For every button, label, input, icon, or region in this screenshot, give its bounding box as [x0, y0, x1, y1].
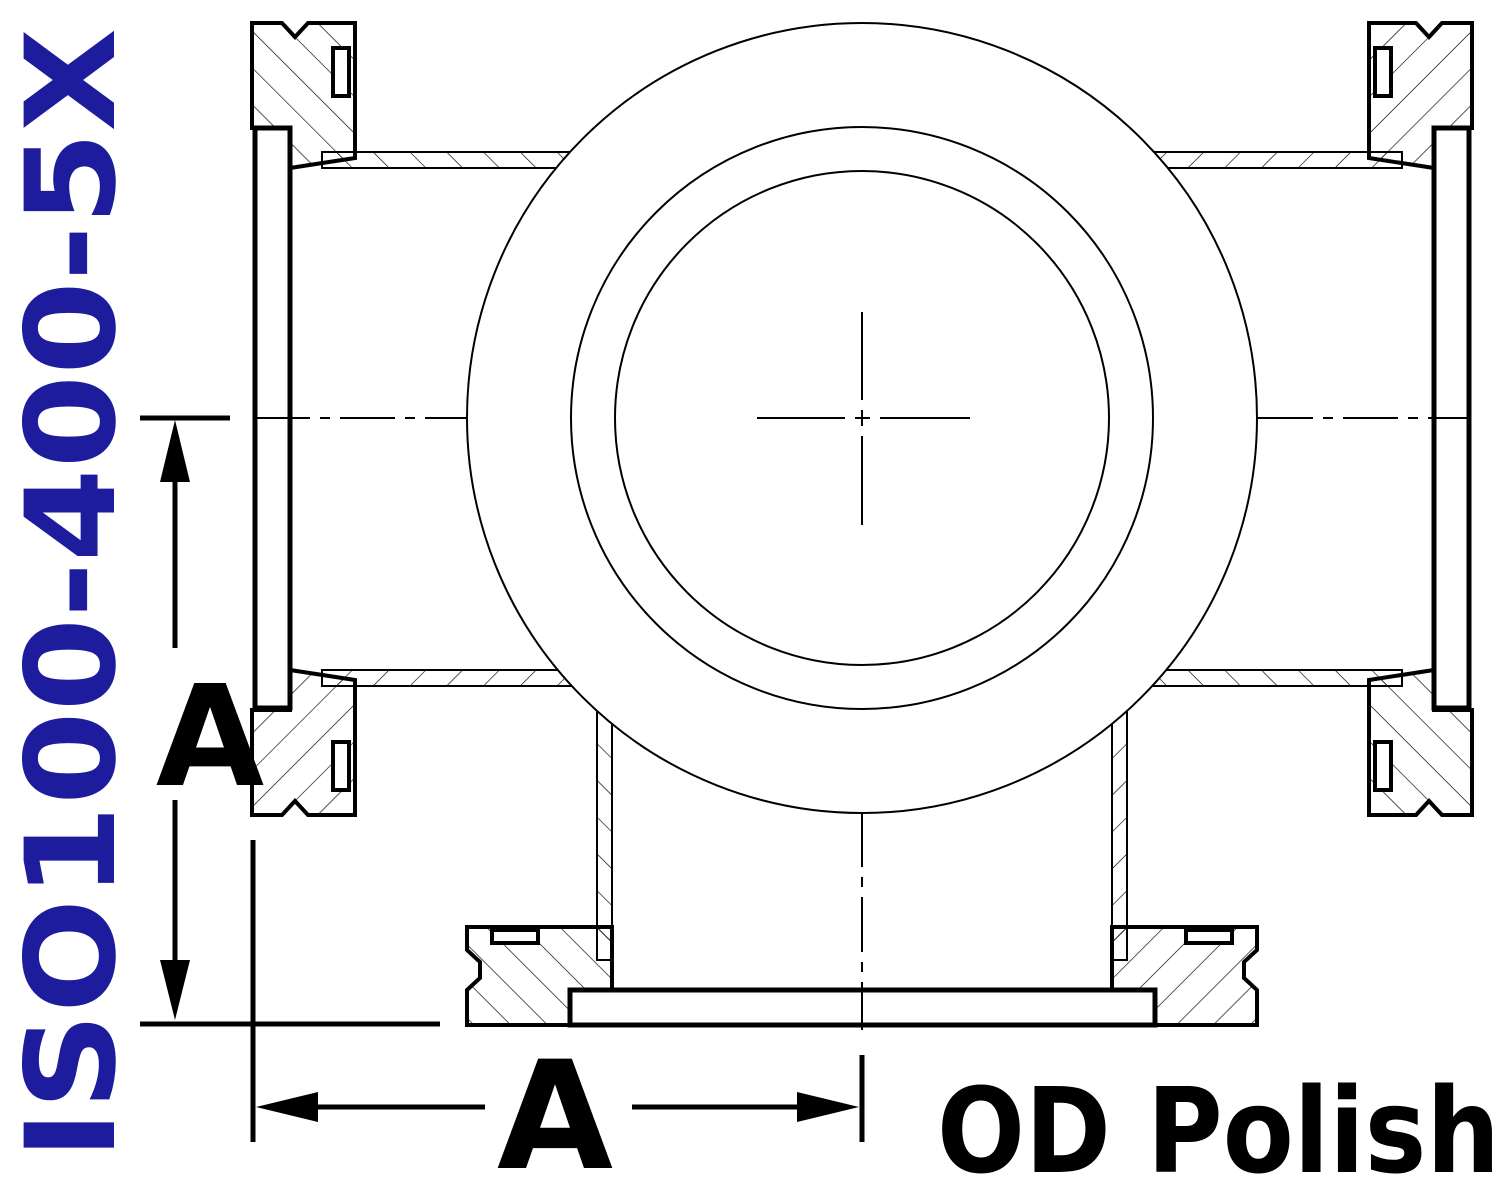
part-number: ISO100-400-5X — [0, 28, 144, 1160]
centerlines — [255, 312, 1470, 1030]
inner-bore-circle — [614, 170, 1110, 666]
bottom-flange-right — [1110, 698, 1259, 1027]
right-upper-flange — [1144, 21, 1474, 170]
middle-circle — [570, 126, 1154, 710]
bottom-flange-left — [465, 698, 614, 1027]
left-lower-flange — [250, 668, 580, 817]
dimension-label-horizontal: A — [497, 1030, 613, 1186]
dimension-lines — [140, 415, 865, 1142]
right-lower-flange — [1144, 668, 1474, 817]
dimension-label-vertical: A — [156, 656, 264, 819]
finish-note: OD Polish — [937, 1062, 1500, 1186]
left-upper-flange — [250, 21, 580, 170]
